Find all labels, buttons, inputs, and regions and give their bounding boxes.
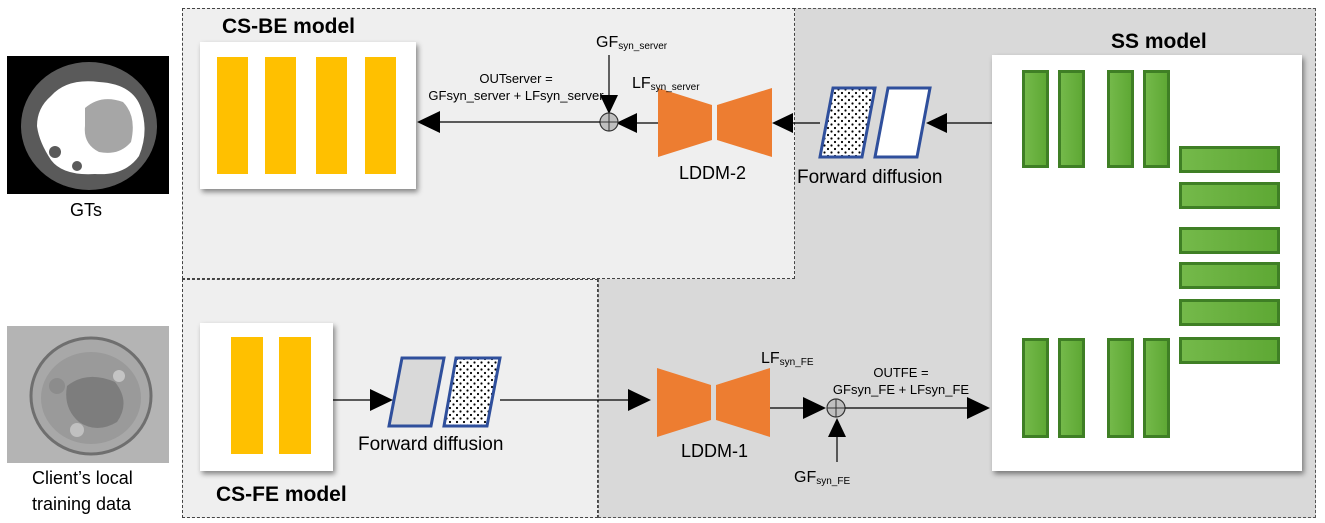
lf-server-main: LF bbox=[632, 75, 651, 92]
cs-be-layer-2 bbox=[265, 57, 296, 174]
adder-server bbox=[599, 112, 619, 132]
gf-server-sub: syn_server bbox=[618, 41, 668, 52]
lf-fe-main: LF bbox=[761, 350, 780, 367]
ss-encoder-4 bbox=[1143, 70, 1170, 168]
lddm1-shape bbox=[657, 368, 711, 437]
gf-fe-sub: syn_FE bbox=[816, 476, 851, 487]
cs-fe-layer-2 bbox=[279, 337, 311, 454]
gts-caption: GTs bbox=[70, 200, 103, 220]
ss-head-3 bbox=[1179, 227, 1280, 254]
lf-fe-sub: syn_FE bbox=[779, 357, 814, 368]
arrowhead-diffusion-to-lddm2 bbox=[772, 113, 793, 133]
lf-server-label: LFsyn_server bbox=[632, 75, 700, 93]
cs-be-layer-3 bbox=[316, 57, 347, 174]
ss-title: SS model bbox=[1111, 30, 1207, 53]
out-server-line2: GFsyn_server + LFsyn_server bbox=[428, 88, 604, 103]
ss-encoder-2 bbox=[1058, 70, 1085, 168]
arrowhead-adder-to-ss bbox=[967, 397, 990, 419]
cs-be-layer-4 bbox=[365, 57, 396, 174]
out-fe-equation: OUTFE = GFsyn_FE + LFsyn_FE bbox=[826, 364, 976, 398]
cs-fe-layer-1 bbox=[231, 337, 263, 454]
arrowhead-diffusion-to-lddm1 bbox=[628, 389, 651, 411]
out-fe-line2: GFsyn_FE + LFsyn_FE bbox=[832, 382, 970, 397]
arrowhead-gf-server-down bbox=[600, 95, 618, 114]
gf-fe-label: GFsyn_FE bbox=[794, 469, 850, 487]
gts-image bbox=[7, 56, 169, 194]
diffusion-block-clean-bottom bbox=[387, 356, 446, 428]
ss-head-4 bbox=[1179, 262, 1280, 289]
lddm2-shape-right bbox=[717, 88, 772, 157]
diffusion-block-noisy-bottom bbox=[442, 356, 502, 428]
ss-decoder-1 bbox=[1022, 338, 1049, 438]
arrowhead-ss-to-diffusion bbox=[926, 113, 947, 133]
adder-fe bbox=[826, 398, 846, 418]
gf-server-main: GF bbox=[596, 34, 619, 51]
arrowhead-csfe-to-diffusion bbox=[370, 389, 393, 411]
client-caption-line1: Client’s local bbox=[32, 468, 133, 488]
lf-fe-label: LFsyn_FE bbox=[761, 350, 814, 368]
out-server-line1: OUTserver = bbox=[479, 71, 553, 86]
client-data-image bbox=[7, 326, 169, 463]
ss-head-5 bbox=[1179, 299, 1280, 326]
ss-head-2 bbox=[1179, 182, 1280, 209]
arrowhead-gf-fe-up bbox=[828, 418, 846, 437]
cs-fe-title: CS-FE model bbox=[216, 483, 347, 506]
forward-diffusion-top-label: Forward diffusion bbox=[797, 167, 943, 188]
lf-server-sub: syn_server bbox=[650, 82, 700, 93]
lddm1-label: LDDM-1 bbox=[681, 441, 749, 461]
ss-decoder-3 bbox=[1107, 338, 1134, 438]
lddm2-label: LDDM-2 bbox=[679, 163, 747, 183]
forward-diffusion-bottom-label: Forward diffusion bbox=[358, 434, 504, 455]
gf-fe-main: GF bbox=[794, 469, 817, 486]
ss-decoder-2 bbox=[1058, 338, 1085, 438]
ss-head-6 bbox=[1179, 337, 1280, 364]
cs-be-title: CS-BE model bbox=[222, 15, 356, 38]
cs-be-layer-1 bbox=[217, 57, 248, 174]
out-server-equation: OUTserver = GFsyn_server + LFsyn_server bbox=[418, 70, 614, 104]
arrowhead-lddm2-to-adder bbox=[616, 113, 637, 133]
arrowhead-lddm1-to-adder bbox=[803, 397, 826, 419]
ss-encoder-3 bbox=[1107, 70, 1134, 168]
ss-decoder-4 bbox=[1143, 338, 1170, 438]
lddm1-shape-right bbox=[716, 368, 770, 437]
lddm2-shape bbox=[658, 88, 712, 157]
out-fe-line1: OUTFE = bbox=[873, 365, 929, 380]
ss-head-1 bbox=[1179, 146, 1280, 173]
gf-server-label: GFsyn_server bbox=[596, 34, 667, 52]
diffusion-block-clean-top bbox=[873, 86, 932, 159]
diffusion-block-noisy-top bbox=[818, 86, 877, 159]
client-caption-line2: training data bbox=[32, 494, 132, 514]
ss-encoder-1 bbox=[1022, 70, 1049, 168]
arrowhead-adder-to-csbe bbox=[417, 111, 440, 133]
